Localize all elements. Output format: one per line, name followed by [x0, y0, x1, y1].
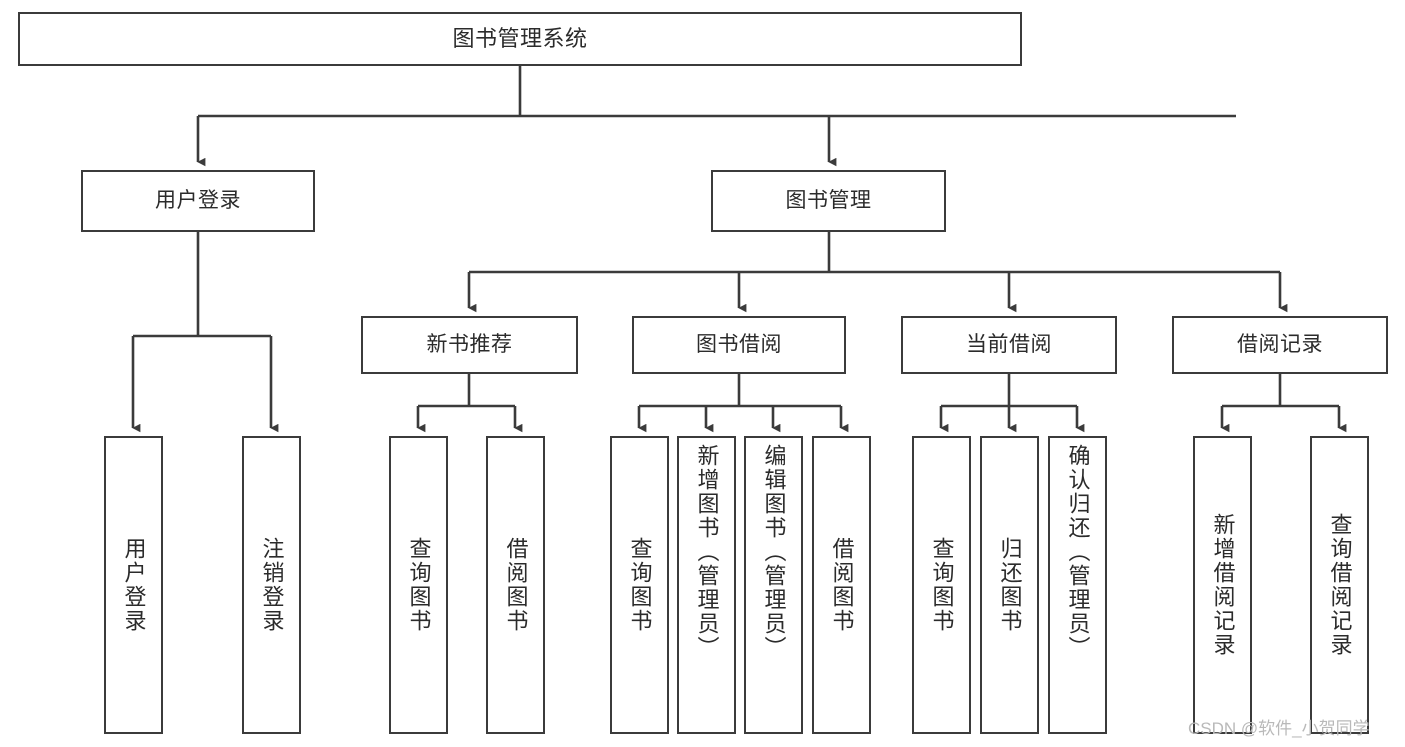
node-label: 借阅图书: [829, 537, 855, 633]
node-label: 图书管理系统: [452, 26, 588, 52]
node-label: 查询图书: [406, 537, 432, 633]
node-leaf-user-login-logout[interactable]: 注销登录: [242, 436, 301, 734]
node-leaf-borrow-record-add[interactable]: 新增借阅记录: [1193, 436, 1252, 734]
node-label: 新增借阅记录: [1210, 513, 1236, 657]
node-user-login[interactable]: 用户登录: [81, 170, 315, 232]
node-label: 图书管理: [785, 188, 872, 212]
node-label: 借阅记录: [1237, 332, 1323, 356]
node-leaf-new-book-borrow[interactable]: 借阅图书: [486, 436, 545, 734]
node-book-management[interactable]: 图书管理: [711, 170, 946, 232]
node-leaf-user-login-login[interactable]: 用户登录: [104, 436, 163, 734]
node-leaf-new-book-query[interactable]: 查询图书: [389, 436, 448, 734]
node-label: 用户登录: [155, 188, 241, 212]
node-label: 确认归还（管理员）: [1065, 444, 1091, 660]
node-leaf-book-borrow-edit[interactable]: 编辑图书（管理员）: [744, 436, 803, 734]
node-new-book-recommend[interactable]: 新书推荐: [361, 316, 578, 374]
csdn-watermark: CSDN @软件_小贺同学: [1188, 719, 1370, 738]
node-leaf-current-borrow-return[interactable]: 归还图书: [980, 436, 1039, 734]
node-leaf-book-borrow-query[interactable]: 查询图书: [610, 436, 669, 734]
node-leaf-borrow-record-query[interactable]: 查询借阅记录: [1310, 436, 1369, 734]
node-label: 查询图书: [929, 537, 955, 633]
node-book-borrow[interactable]: 图书借阅: [632, 316, 846, 374]
node-label: 新书推荐: [426, 332, 513, 356]
node-leaf-current-borrow-query[interactable]: 查询图书: [912, 436, 971, 734]
node-label: 当前借阅: [966, 332, 1052, 356]
node-label: 查询图书: [627, 537, 653, 633]
node-leaf-current-borrow-confirm-return[interactable]: 确认归还（管理员）: [1048, 436, 1107, 734]
node-label: 图书借阅: [696, 332, 782, 356]
node-label: 注销登录: [259, 537, 285, 633]
node-leaf-book-borrow-add[interactable]: 新增图书（管理员）: [677, 436, 736, 734]
node-label: 借阅图书: [503, 537, 529, 633]
node-borrow-record[interactable]: 借阅记录: [1172, 316, 1388, 374]
node-label: 查询借阅记录: [1327, 513, 1353, 657]
node-label: 编辑图书（管理员）: [761, 444, 787, 660]
node-root-book-management-system[interactable]: 图书管理系统: [18, 12, 1022, 66]
node-label: 新增图书（管理员）: [694, 444, 720, 660]
node-label: 用户登录: [121, 537, 147, 633]
node-label: 归还图书: [997, 537, 1023, 633]
node-leaf-book-borrow-borrow[interactable]: 借阅图书: [812, 436, 871, 734]
node-current-borrow[interactable]: 当前借阅: [901, 316, 1117, 374]
